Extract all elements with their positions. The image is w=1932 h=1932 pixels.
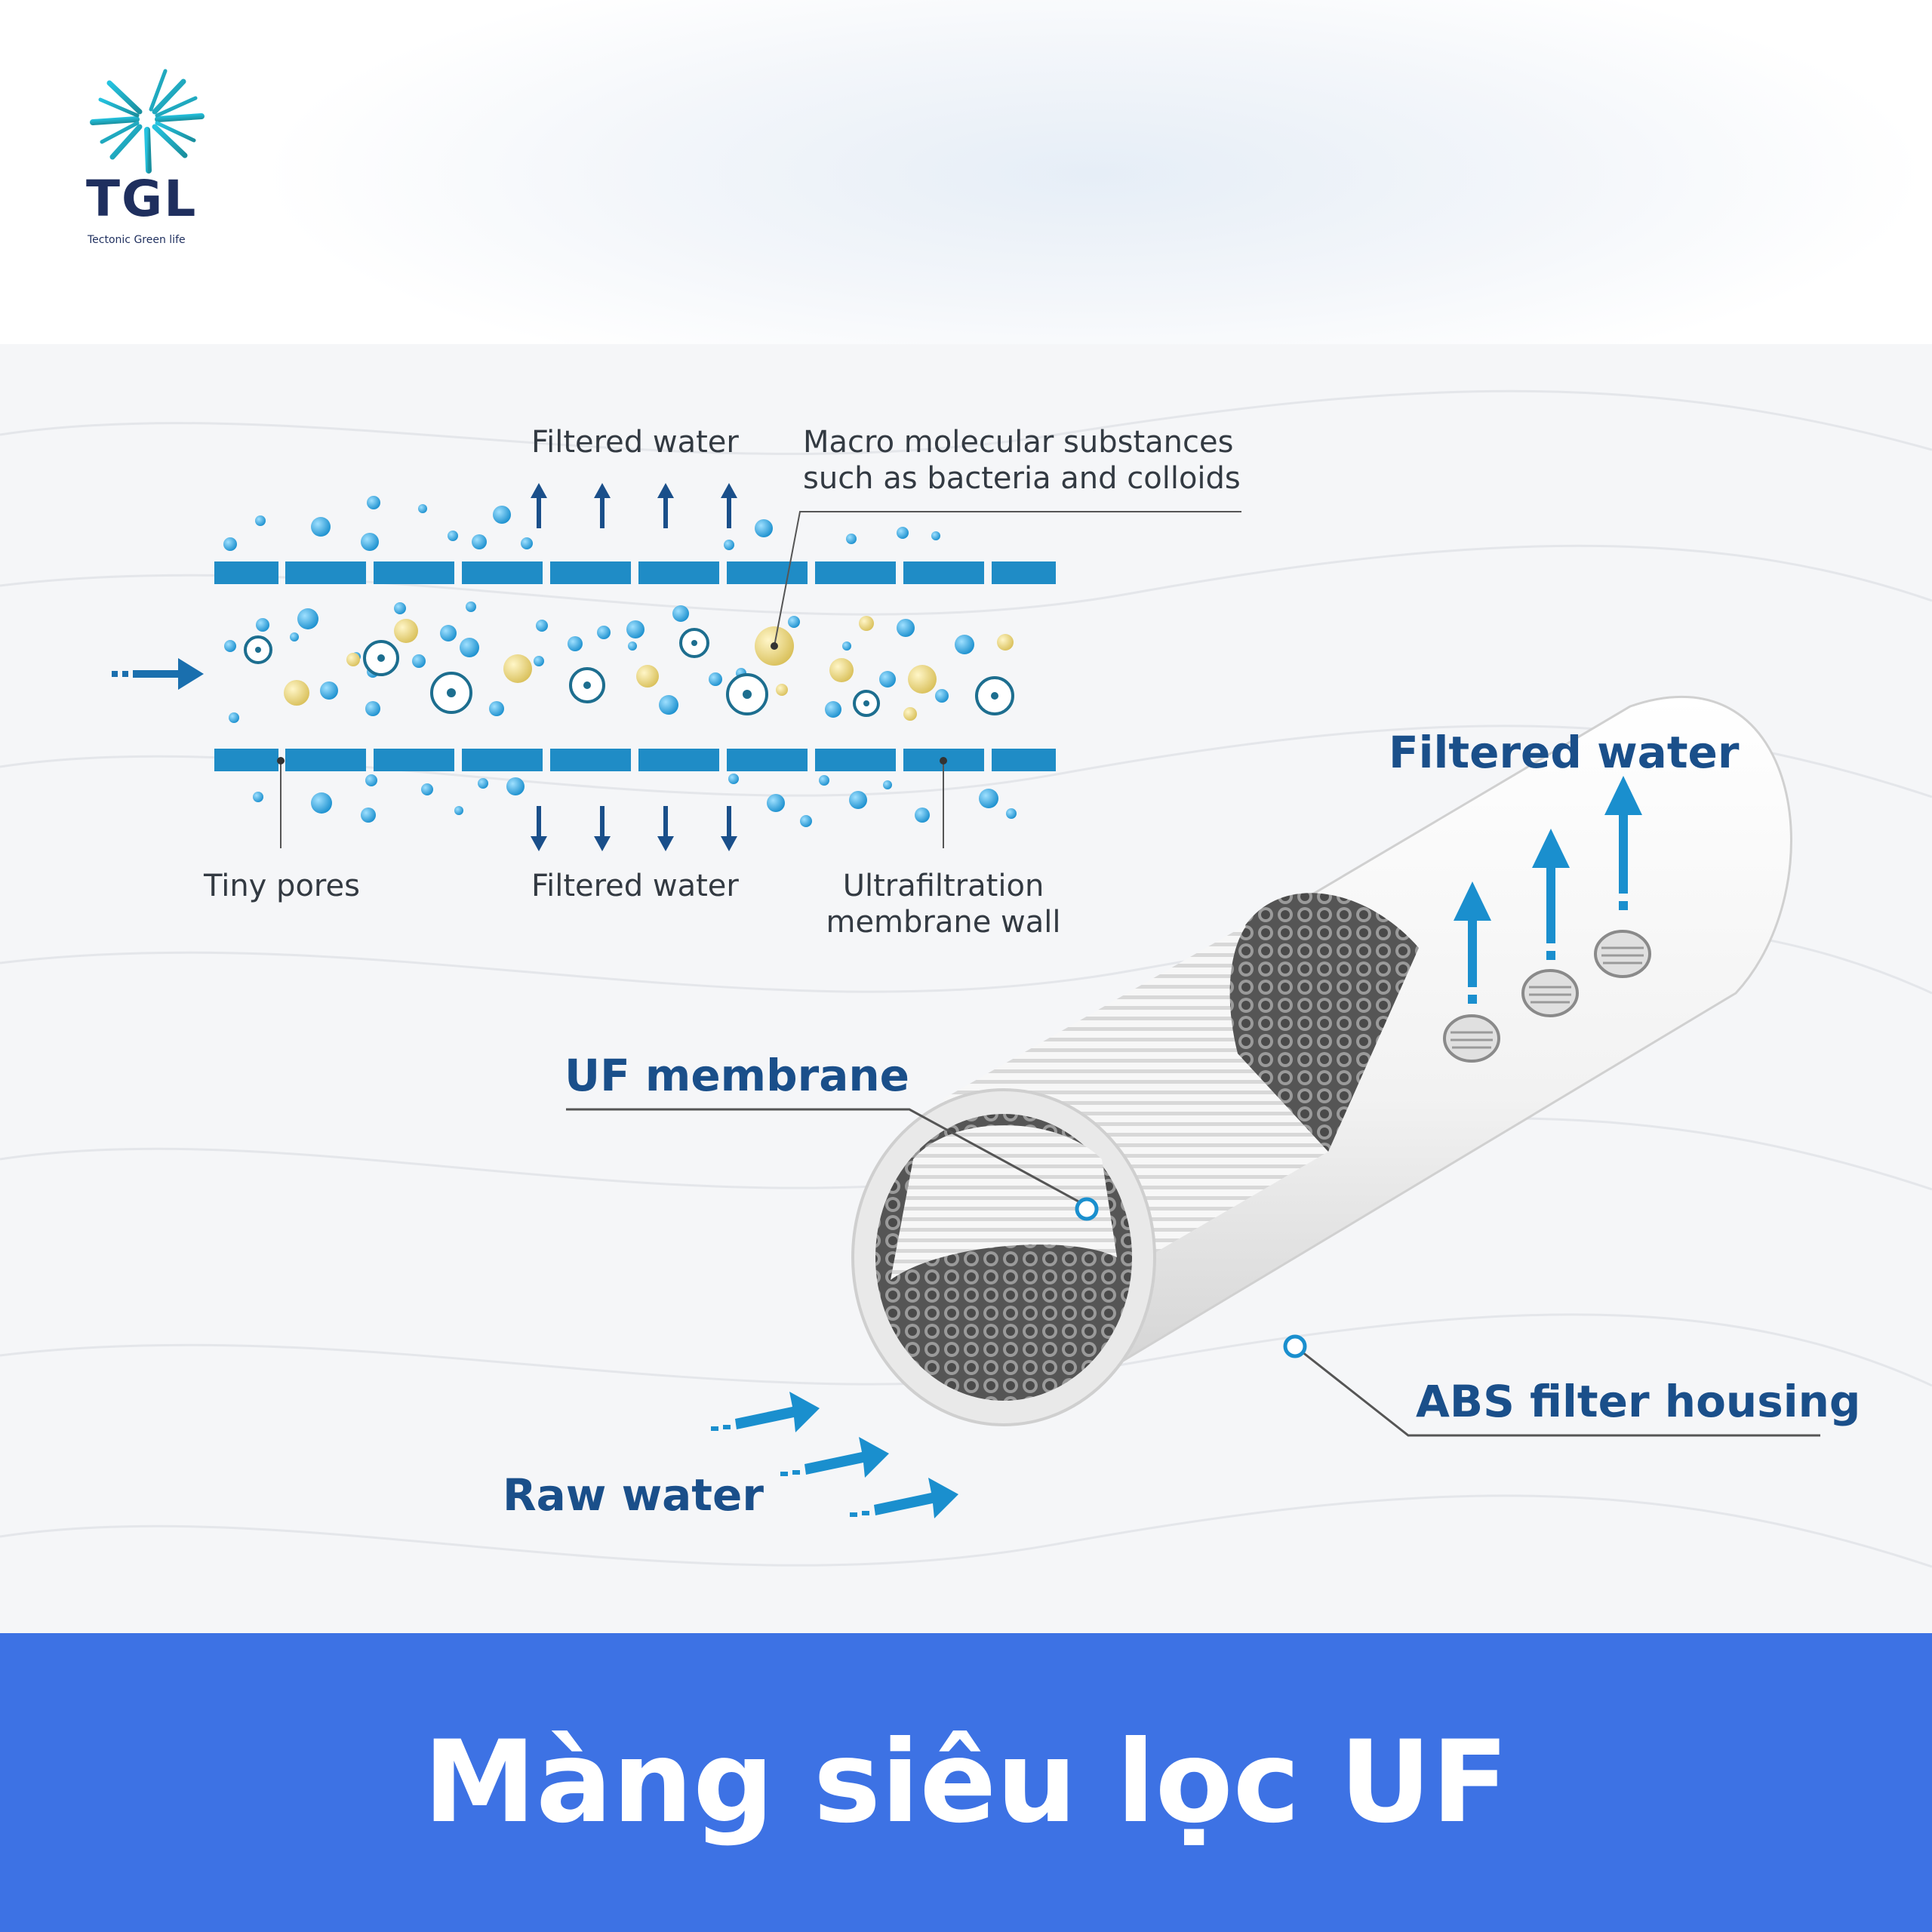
macro-molecules-label-1: Macro molecular substances — [803, 425, 1234, 460]
filter-cartridge — [851, 695, 1792, 1426]
uf-membrane-marker-icon — [1075, 1197, 1099, 1221]
inlet-arrow-icon — [112, 658, 204, 690]
filtered-up-arrows-icon — [531, 483, 737, 528]
membrane-wall-label-1: Ultrafiltration — [842, 869, 1044, 903]
flow-leader-lines — [280, 511, 1241, 848]
abs-housing-label: ABS filter housing — [1416, 1376, 1861, 1427]
uf-membrane-label: UF membrane — [565, 1050, 910, 1101]
membrane-wall-label-2: membrane wall — [826, 905, 1061, 940]
colloid-cores — [255, 640, 998, 706]
filtered-water-bottom-label: Filtered water — [531, 869, 739, 903]
water-molecules — [223, 496, 1017, 827]
footer-title: Màng siêu lọc UF — [423, 1717, 1509, 1848]
filtered-water-top-label: Filtered water — [531, 425, 739, 460]
header-band — [0, 0, 1932, 344]
logo-tagline: Tectonic Green life — [88, 234, 186, 246]
tiny-pores-label: Tiny pores — [204, 869, 360, 903]
membrane-top-wall — [214, 561, 1056, 584]
outlet-arrows-icon — [1454, 776, 1642, 1004]
uf-membrane-diagram: Filtered water Macro molecular substance… — [0, 344, 1932, 1633]
tgl-logo: TGL Tectonic Green life — [83, 60, 211, 257]
raw-water-arrows-icon — [711, 1392, 958, 1518]
footer-banner: Màng siêu lọc UF — [0, 1633, 1932, 1932]
logo-wordmark: TGL — [86, 170, 198, 228]
diagram-artwork — [0, 389, 1932, 1568]
cartridge-leader-lines — [566, 1108, 1820, 1437]
housing-marker-icon — [1283, 1334, 1307, 1358]
filtered-down-arrows-icon — [531, 806, 737, 851]
macro-molecules-label-2: such as bacteria and colloids — [803, 461, 1241, 496]
colloid-particles — [244, 628, 1014, 717]
filtered-water-outlet-label: Filtered water — [1389, 727, 1740, 778]
starburst-logo-icon — [90, 63, 205, 174]
membrane-bottom-wall — [214, 749, 1056, 771]
macro-molecules — [284, 616, 1014, 721]
raw-water-label: Raw water — [503, 1469, 764, 1521]
